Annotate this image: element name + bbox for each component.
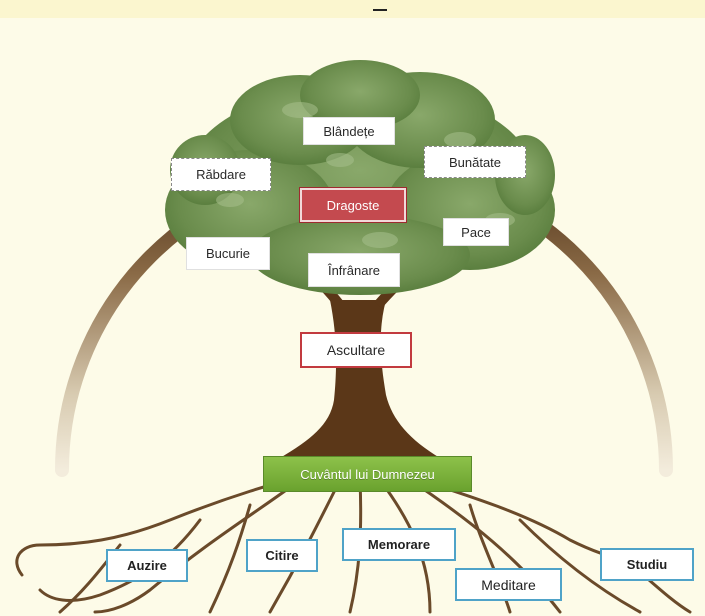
fruit-pace: Pace [443, 218, 509, 246]
fruit-bunatate: Bunătate [424, 146, 526, 178]
root-label-citire: Citire [246, 539, 318, 572]
trunk [280, 300, 440, 458]
fruit-blandete: Blândețe [303, 117, 395, 145]
root-label-meditare: Meditare [455, 568, 562, 601]
root-label-auzire: Auzire [106, 549, 188, 582]
fruit-dragoste: Dragoste [300, 188, 406, 222]
root-label-memorare: Memorare [342, 528, 456, 561]
base-label-cuvantul: Cuvântul lui Dumnezeu [263, 456, 472, 492]
foliage [165, 60, 555, 295]
top-dash-mark [373, 9, 387, 11]
fruit-infranare: Înfrânare [308, 253, 400, 287]
top-strip [0, 0, 705, 18]
fruit-bucurie: Bucurie [186, 237, 270, 270]
fruit-rabdare: Răbdare [171, 158, 271, 191]
trunk-label-ascultare: Ascultare [300, 332, 412, 368]
root-label-studiu: Studiu [600, 548, 694, 581]
